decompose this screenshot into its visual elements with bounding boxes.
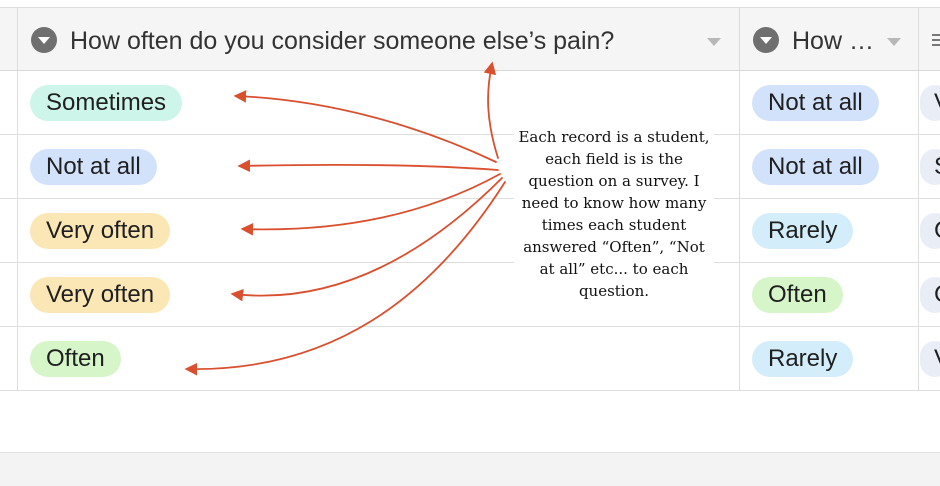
grid-body: Sometimes Not at all V Not at all Not at… bbox=[0, 71, 940, 391]
select-pill[interactable]: Rarely bbox=[752, 213, 854, 249]
chevron-down-icon[interactable] bbox=[887, 38, 901, 46]
column-divider[interactable] bbox=[739, 8, 740, 70]
column-divider bbox=[739, 71, 740, 391]
select-pill[interactable]: V bbox=[920, 85, 940, 121]
select-pill[interactable]: Not at all bbox=[752, 149, 879, 185]
column-divider bbox=[17, 8, 18, 70]
table-row[interactable]: Very often Often C bbox=[0, 263, 940, 327]
table-row[interactable]: Often Rarely V bbox=[0, 327, 940, 391]
select-pill[interactable]: Not at all bbox=[752, 85, 879, 121]
field-title: How often do you consider someone else’s… bbox=[70, 27, 615, 55]
select-pill[interactable]: Rarely bbox=[752, 341, 854, 377]
select-pill[interactable]: Very often bbox=[30, 277, 171, 313]
single-select-icon bbox=[31, 27, 57, 53]
select-pill[interactable]: Often bbox=[752, 277, 843, 313]
annotation-note: Each record is a student, each field is … bbox=[514, 126, 714, 302]
grid-footer bbox=[0, 452, 940, 486]
select-pill[interactable]: Not at all bbox=[30, 149, 157, 185]
column-divider[interactable] bbox=[918, 8, 919, 70]
field-title: How … bbox=[792, 27, 874, 55]
table-row[interactable]: Very often Rarely C bbox=[0, 199, 940, 263]
select-pill[interactable]: V bbox=[920, 341, 940, 377]
chevron-down-icon[interactable] bbox=[707, 38, 721, 46]
select-pill[interactable]: Often bbox=[30, 341, 121, 377]
select-pill[interactable]: C bbox=[920, 213, 940, 249]
lines-icon bbox=[932, 32, 940, 48]
column-divider bbox=[918, 71, 919, 391]
select-pill[interactable]: Sometimes bbox=[30, 85, 183, 121]
grid-header: How often do you consider someone else’s… bbox=[0, 7, 940, 71]
table-row[interactable]: Not at all Not at all S bbox=[0, 135, 940, 199]
select-pill[interactable]: C bbox=[920, 277, 940, 313]
table-row[interactable]: Sometimes Not at all V bbox=[0, 71, 940, 135]
column-divider bbox=[17, 71, 18, 391]
select-pill[interactable]: Very often bbox=[30, 213, 171, 249]
single-select-icon bbox=[753, 27, 779, 53]
select-pill[interactable]: S bbox=[920, 149, 940, 185]
